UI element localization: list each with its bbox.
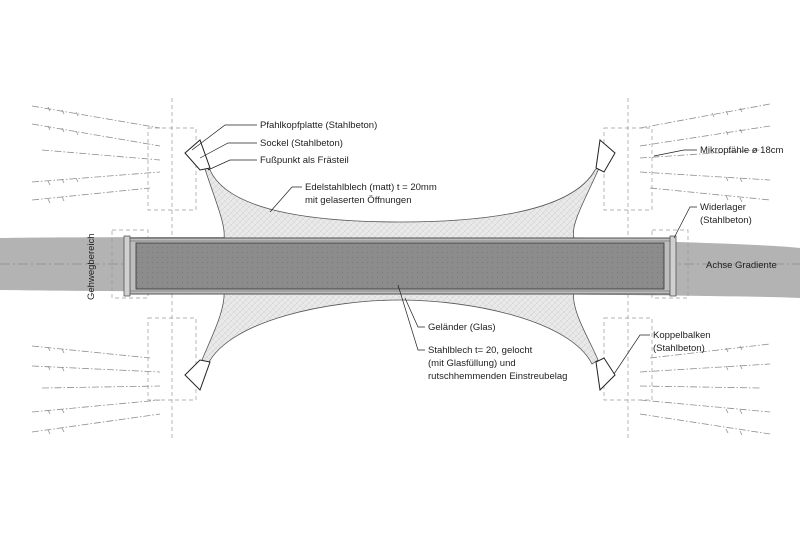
micropiles-right	[639, 103, 771, 436]
abutment-left	[123, 235, 131, 297]
label-stahlblech-2: (mit Glasfüllung) und	[428, 358, 516, 369]
abutment-right	[669, 235, 677, 297]
label-pfahlkopfplatte: Pfahlkopfplatte (Stahlbeton)	[260, 120, 377, 131]
deck-surface	[135, 242, 665, 290]
label-stahlblech-3: rutschhemmenden Einstreubelag	[428, 371, 567, 382]
label-mikropfaehle: Mikropfähle ø 18cm	[700, 145, 784, 156]
label-koppelbalken: Koppelbalken	[653, 330, 711, 341]
label-koppelbalken-2: (Stahlbeton)	[653, 343, 705, 354]
foot-points	[184, 139, 616, 392]
label-widerlager: Widerlager	[700, 202, 746, 213]
label-fusspunkt: Fußpunkt als Frästeil	[260, 155, 349, 166]
label-edelstahlblech-2: mit gelaserten Öffnungen	[305, 195, 412, 206]
label-achse-gradiente: Achse Gradiente	[706, 260, 777, 271]
label-stahlblech: Stahlblech t= 20, gelocht	[428, 345, 533, 356]
label-gelaender: Geländer (Glas)	[428, 322, 496, 333]
label-widerlager-2: (Stahlbeton)	[700, 215, 752, 226]
leader-lines	[191, 124, 697, 375]
label-gehwegbereich: Gehwegbereich	[86, 233, 97, 300]
micropiles-left	[31, 105, 161, 435]
label-sockel: Sockel (Stahlbeton)	[260, 138, 343, 149]
label-edelstahlblech: Edelstahlblech (matt) t = 20mm	[305, 182, 437, 193]
